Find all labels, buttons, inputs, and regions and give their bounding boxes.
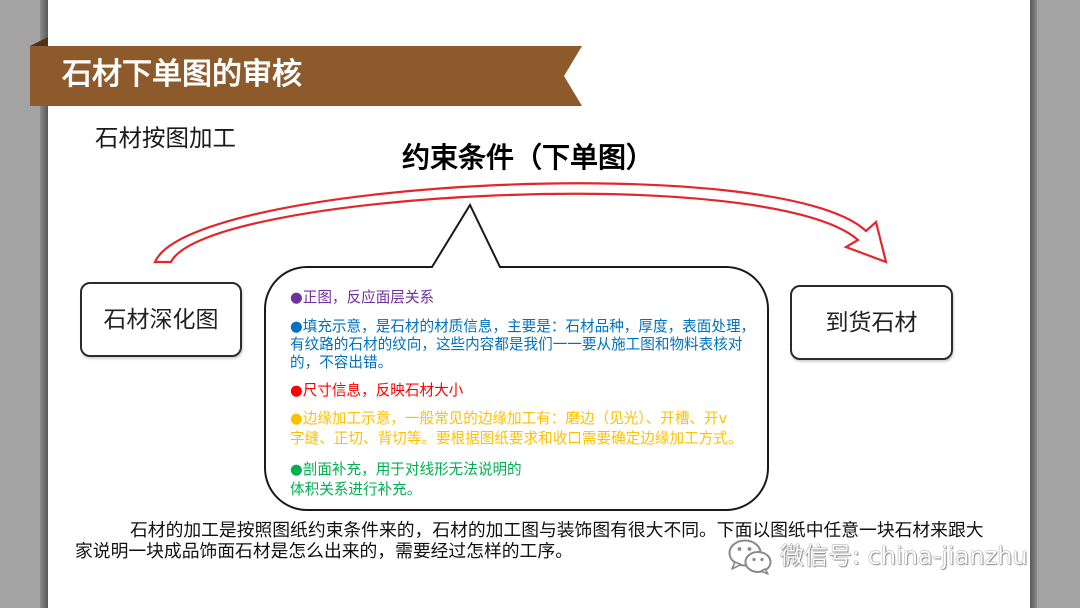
callout-line: 有纹路的石材的纹向，这些内容都是我们一一要从施工图和物料表核对: [290, 336, 743, 353]
callout-line: 的，不容出错。: [290, 354, 393, 371]
title-banner: [30, 46, 582, 106]
paragraph-line: 家说明一块成品饰面石材是怎么出来的，需要经过怎样的工序。: [75, 541, 573, 562]
paragraph-line: 石材的加工是按照图纸约束条件来的，石材的加工图与装饰图有很大不同。下面以图纸中任…: [130, 520, 984, 541]
slide-right-edge: [1030, 0, 1037, 608]
right-gray-margin: [1037, 0, 1080, 608]
callout-line: ●尺寸信息，反映石材大小: [290, 382, 464, 399]
wechat-icon: [728, 539, 772, 575]
delivered-stone-label: 到货石材: [825, 309, 918, 336]
callout-item-section-supplement: ●剖面补充，用于对线形无法说明的 体积关系进行补充。: [290, 460, 522, 500]
constraint-heading: 约束条件（下单图）: [401, 141, 654, 174]
callout-item-front-view: ●正图，反应面层关系: [290, 289, 434, 307]
callout-line: ●边缘加工示意，一般常见的边缘加工有：磨边（见光）、开槽、开v: [290, 410, 728, 427]
section-subtitle: 石材按图加工: [95, 124, 236, 152]
flow-arrow: [153, 182, 888, 264]
delivered-stone-box: 到货石材: [790, 285, 953, 360]
callout-line: 字缝、正切、背切等。要根据图纸要求和收口需要确定边缘加工方式。: [290, 430, 743, 447]
slide-title: 石材下单图的审核: [62, 57, 302, 92]
callout-line: ●正图，反应面层关系: [290, 289, 435, 306]
watermark-text: 微信号: china-jianzhu: [780, 542, 1028, 570]
callout-bubble: [264, 202, 769, 511]
deepened-drawing-label: 石材深化图: [103, 306, 219, 333]
slide-left-edge: [40, 0, 48, 608]
callout-line: ●剖面补充，用于对线形无法说明的: [290, 461, 522, 478]
title-banner-fold: [30, 37, 48, 46]
callout-line: 体积关系进行补充。: [290, 481, 422, 498]
deepened-drawing-box: 石材深化图: [80, 282, 242, 357]
callout-line: ●填充示意，是石材的材质信息，主要是：石材品种，厚度，表面处理，: [290, 318, 756, 335]
callout-item-fill-info: ●填充示意，是石材的材质信息，主要是：石材品种，厚度，表面处理， 有纹路的石材的…: [290, 318, 755, 372]
callout-item-size-info: ●尺寸信息，反映石材大小: [290, 382, 463, 400]
callout-item-edge-processing: ●边缘加工示意，一般常见的边缘加工有：磨边（见光）、开槽、开v 字缝、正切、背切…: [290, 409, 742, 449]
